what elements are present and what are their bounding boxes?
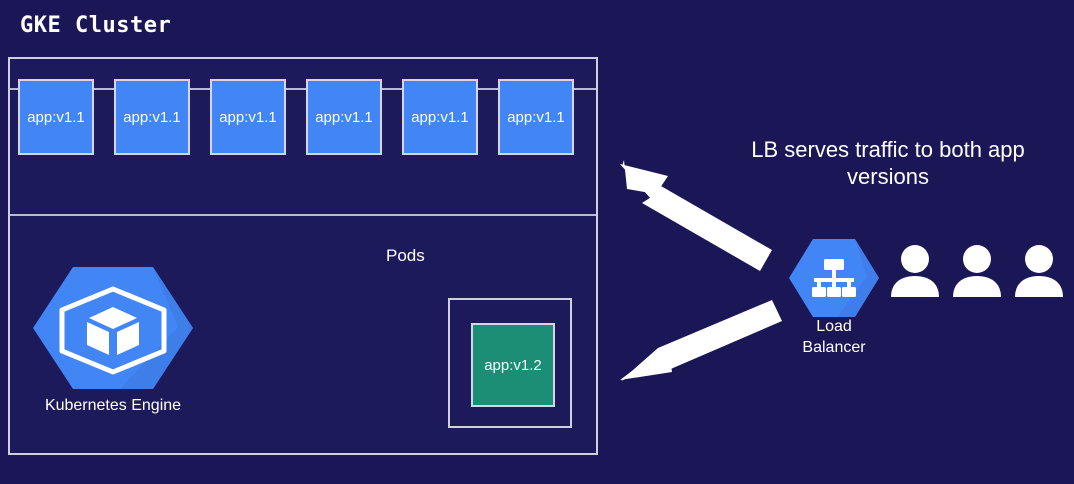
pod-app-v1-1-6[interactable]: app:v1.1 [498,79,574,155]
cluster-header-strip [10,59,596,90]
user-icon [953,245,1001,297]
pods-section-label: Pods [386,246,425,265]
pod-label: app:v1.1 [27,108,85,126]
pod-app-v1-1-5[interactable]: app:v1.1 [402,79,478,155]
lb-annotation-line-2: versions [847,163,929,189]
pod-app-v1-2[interactable]: app:v1.2 [471,323,555,407]
pod-app-v1-1-2[interactable]: app:v1.1 [114,79,190,155]
pod-label: app:v1.1 [411,108,469,126]
pod-label: app:v1.1 [219,108,277,126]
user-icon [1015,245,1063,297]
pod-label: app:v1.1 [315,108,373,126]
canary-deployment-boundary: app:v1.2 [448,298,572,428]
lb-annotation-text: LB serves traffic to both app versions [712,137,1064,191]
page-title: GKE Cluster [20,13,172,38]
pod-app-v1-1-1[interactable]: app:v1.1 [18,79,94,155]
kubernetes-engine-node: Kubernetes Engine [28,263,198,423]
load-balancer-label-line-2: Balancer [802,339,866,357]
load-balancer-hexagon-icon [789,239,879,317]
pod-app-v1-1-4[interactable]: app:v1.1 [306,79,382,155]
load-balancer-label: Load Balancer [777,316,891,358]
kubernetes-engine-hexagon-icon [33,267,193,389]
arrow-lb-to-v2-pod [620,300,782,381]
load-balancer-label-line-1: Load [816,318,852,335]
lb-annotation-line-1: LB serves traffic to both app [751,137,1025,162]
pods-row-v1 [10,90,596,216]
pod-label: app:v1.1 [507,108,565,126]
end-users-group [888,243,1066,297]
pod-label: app:v1.1 [123,108,181,126]
kubernetes-engine-label: Kubernetes Engine [44,397,182,414]
user-icon [891,245,939,297]
load-balancer-node: Load Balancer [787,237,881,361]
pod-label: app:v1.2 [484,356,542,374]
pod-app-v1-1-3[interactable]: app:v1.1 [210,79,286,155]
